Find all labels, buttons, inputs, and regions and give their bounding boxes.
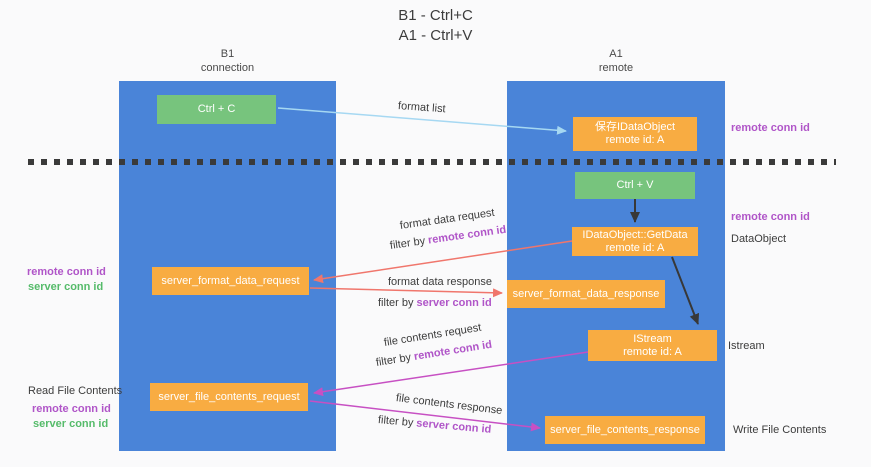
annotation-server-conn-id-left2: server conn id [33,418,109,430]
annotation-istream: Istream [728,340,765,352]
node-server-format-data-response: server_format_data_response [507,280,665,308]
annotation-remote-conn-id-left2: remote conn id [32,403,111,415]
title-line-2: A1 - Ctrl+V [398,27,473,44]
node-ctrl-v-label: Ctrl + V [616,179,654,191]
node-server-file-contents-request-label: server_file_contents_request [158,390,300,403]
server-conn-id-key: server conn id [416,297,492,309]
node-save-idataobject: 保存IDataObject remote id: A [573,117,697,151]
filter-by-text: filter by [375,351,412,369]
node-save-idataobject-line1: 保存IDataObject [594,121,676,133]
annotation-remote-conn-id-top: remote conn id [731,122,810,134]
lane-header-b1: B1 connection [119,47,336,75]
annotation-read-file-contents: Read File Contents [28,385,123,397]
node-idataobject-getdata-line1: IDataObject::GetData [582,228,688,241]
lane-header-a1: A1 remote [507,47,725,75]
format-data-response-label: format data response [388,276,492,288]
node-server-file-contents-request: server_file_contents_request [150,383,308,411]
node-istream-line2: remote id: A [623,345,682,358]
lane-b1-title: B1 [220,48,235,60]
node-ctrl-c-label: Ctrl + C [197,103,236,115]
format-list-label: format list [397,100,446,116]
filter-by-text: filter by [378,297,414,309]
node-save-idataobject-line2: remote id: A [605,134,665,146]
node-ctrl-c: Ctrl + C [157,95,276,124]
lane-a1-subtitle: remote [598,62,634,74]
node-istream: IStream remote id: A [588,330,717,361]
annotation-dataobject: DataObject [731,233,787,245]
node-server-format-data-response-label: server_format_data_response [512,287,660,300]
node-server-format-data-request-label: server_format_data_request [161,274,300,287]
annotation-server-conn-id-left1: server conn id [28,281,104,293]
node-idataobject-getdata: IDataObject::GetData remote id: A [572,227,698,256]
title-line-1: B1 - Ctrl+C [398,7,473,24]
node-server-file-contents-response: server_file_contents_response [545,416,705,444]
filter-by-text: filter by [389,235,426,252]
node-server-format-data-request: server_format_data_request [152,267,309,295]
file-contents-response-label: file contents response [395,392,503,417]
format-data-response-arrow [309,287,503,298]
node-ctrl-v: Ctrl + V [575,172,695,199]
server-conn-id-key: server conn id [415,417,492,436]
annotation-remote-conn-id-mid: remote conn id [731,211,810,223]
filter-by-text: filter by [377,414,414,430]
diagram-title: B1 - Ctrl+C A1 - Ctrl+V [0,6,871,46]
annotation-remote-conn-id-left1: remote conn id [27,266,106,278]
node-server-file-contents-response-label: server_file_contents_response [550,423,700,436]
node-idataobject-getdata-line2: remote id: A [605,241,665,254]
lane-a1-title: A1 [609,48,623,60]
remote-conn-id-key: remote conn id [427,223,508,247]
node-istream-line1: IStream [633,332,672,345]
lane-b1-subtitle: connection [200,62,255,74]
annotation-write-file-contents: Write File Contents [733,424,827,436]
